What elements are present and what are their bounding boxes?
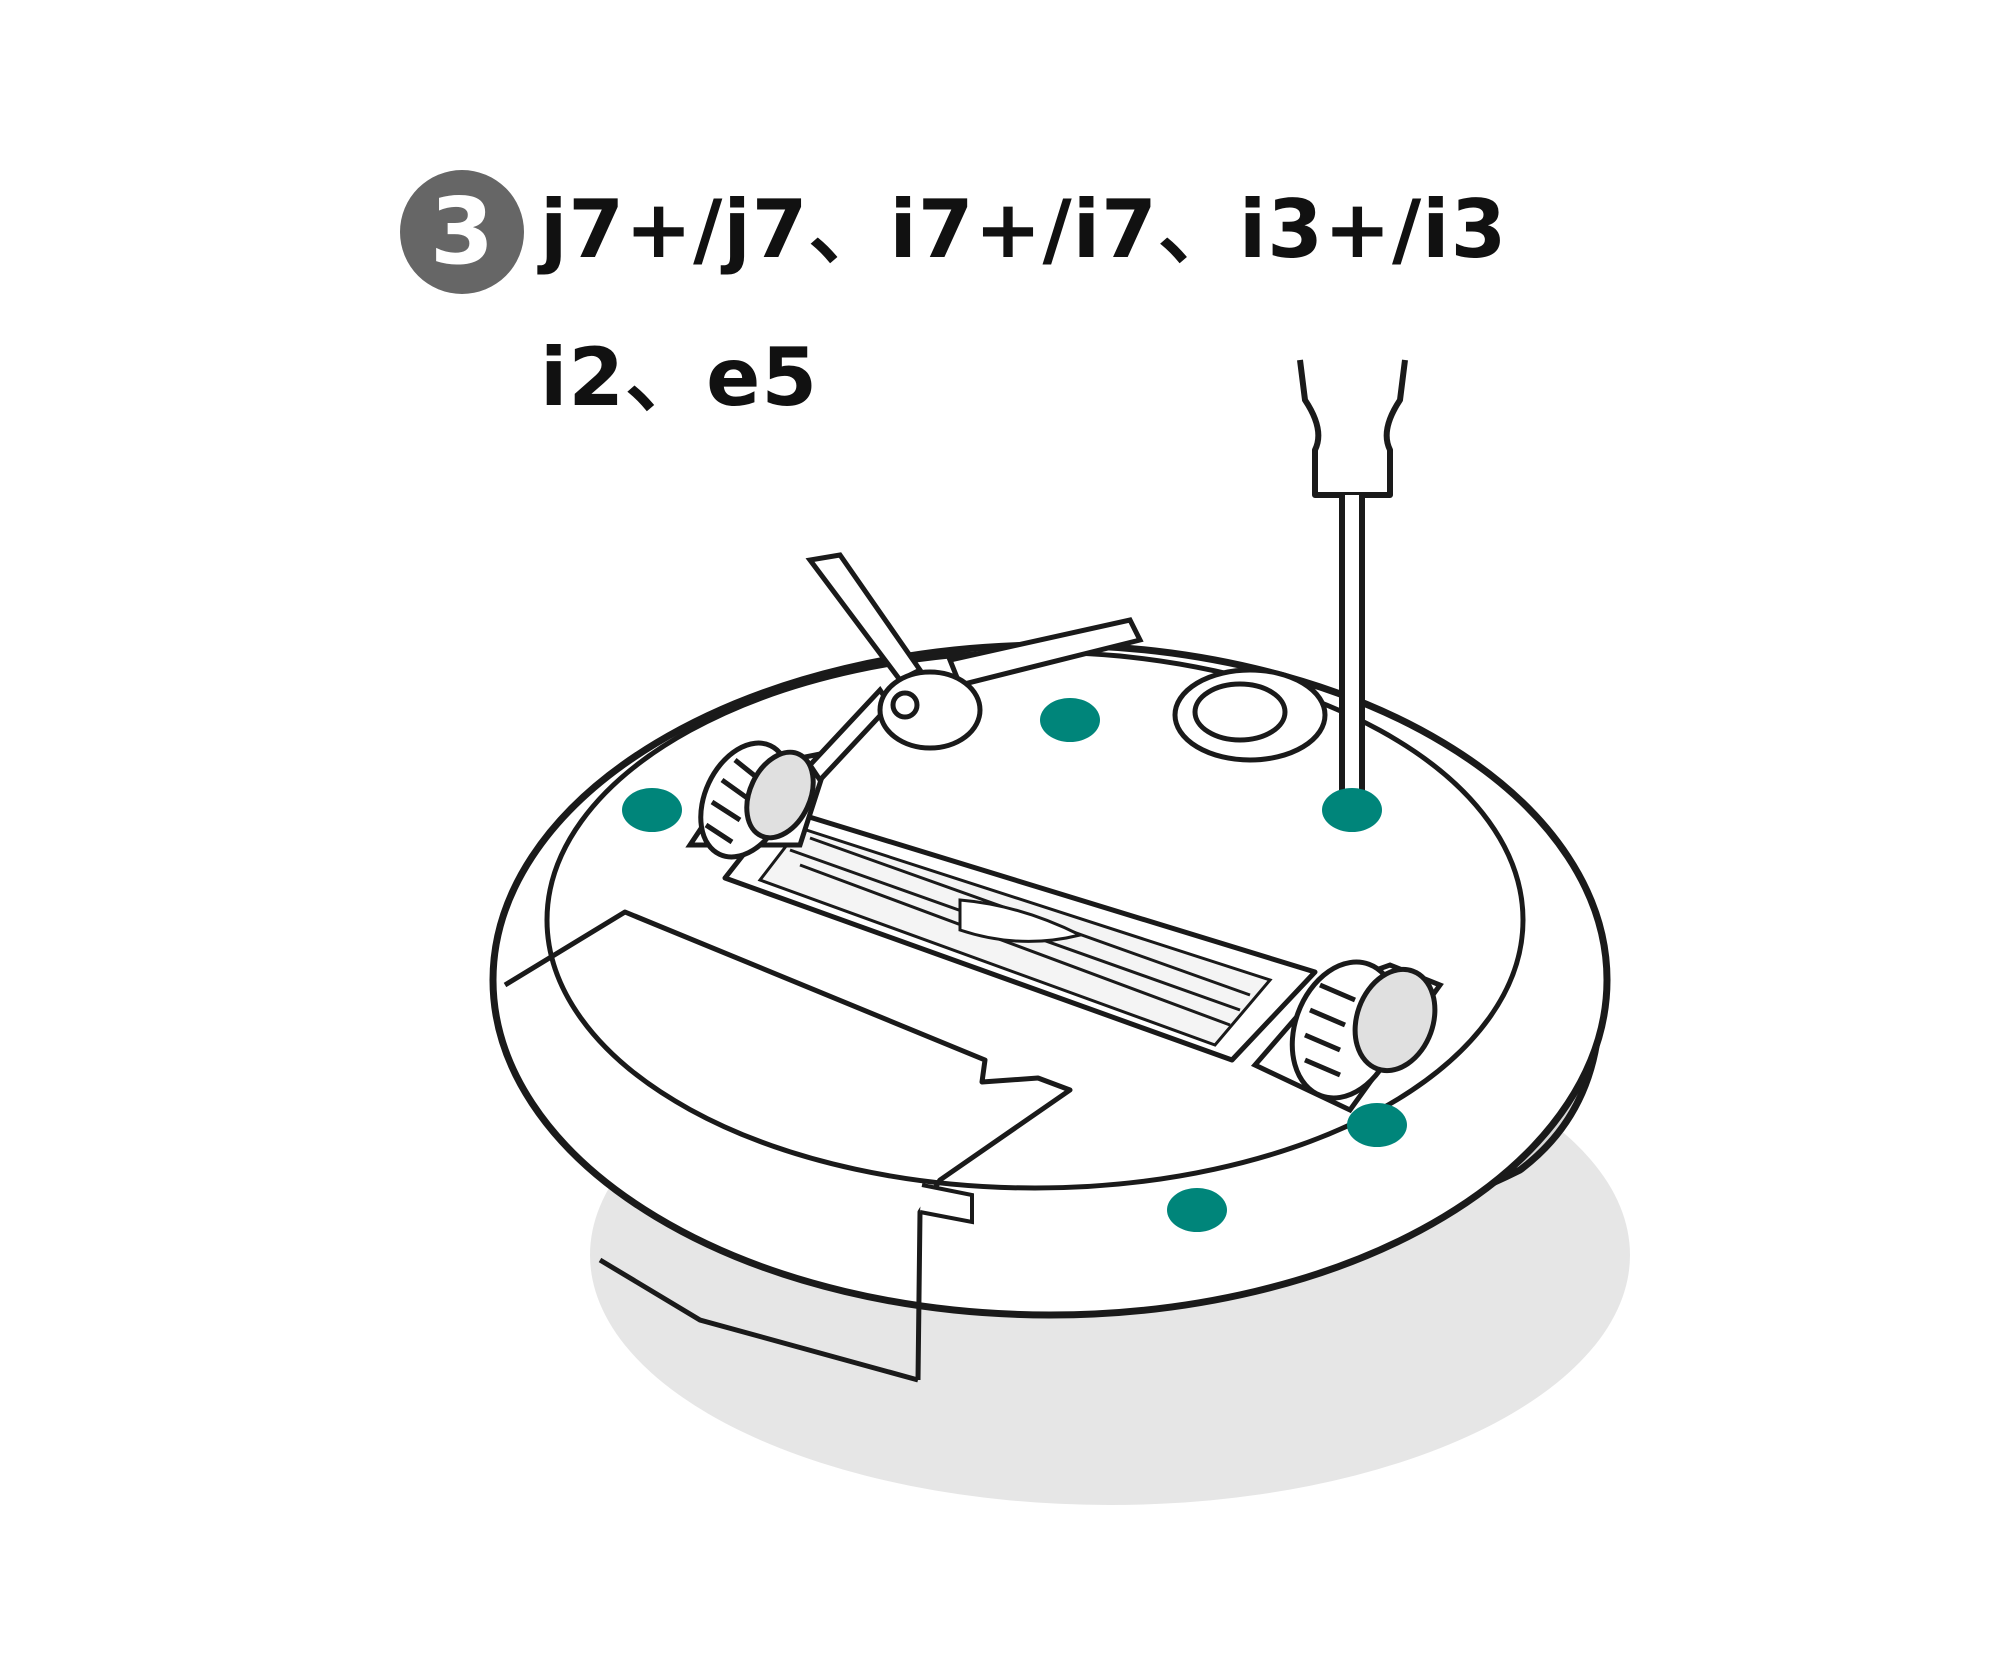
dustbin-tab bbox=[919, 1183, 974, 1225]
screw-markers bbox=[622, 698, 1407, 1232]
right-wheel bbox=[1250, 959, 1444, 1114]
step-number-badge: 3 bbox=[400, 170, 524, 294]
side-brush bbox=[805, 552, 1144, 785]
screw-marker bbox=[1347, 1103, 1407, 1147]
dustbin-front-edge bbox=[598, 1257, 919, 1383]
caster-wheel bbox=[1172, 667, 1328, 763]
model-list-line-1: j7+/j7、i7+/i7、i3+/i3 bbox=[540, 183, 1508, 276]
screw-marker bbox=[622, 788, 682, 832]
screw-marker bbox=[1167, 1188, 1227, 1232]
screw-marker bbox=[1040, 698, 1100, 742]
screw-marker bbox=[1322, 788, 1382, 832]
model-list-line-2: i2、e5 bbox=[540, 331, 819, 424]
screwdriver-icon bbox=[1297, 359, 1408, 808]
